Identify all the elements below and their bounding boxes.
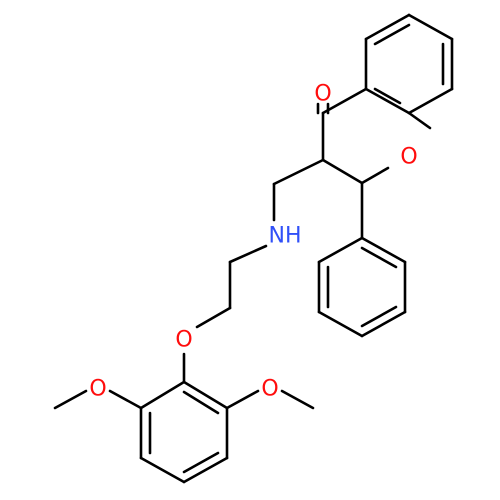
bond — [182, 380, 229, 410]
bond — [317, 236, 364, 264]
carbonyl-oxygen-label: O — [314, 82, 331, 107]
bond-to-methoxy-oxygen-left — [108, 389, 143, 410]
bond — [321, 87, 368, 115]
bond-to-ether-oxygen — [195, 306, 232, 329]
double-bond-inner — [360, 246, 398, 269]
phenyl-ring — [317, 181, 407, 338]
methyl-bond-right — [280, 389, 315, 410]
pyranone-ring — [316, 87, 432, 185]
bond — [139, 380, 186, 410]
bond — [139, 456, 186, 484]
methoxy-oxygen-left-label: O — [89, 377, 106, 402]
bond — [364, 13, 411, 41]
amine-label: NH — [269, 224, 302, 249]
ether-oxygen-label: O — [175, 328, 192, 353]
bond-to-methoxy-oxygen-right — [225, 389, 260, 410]
bond — [317, 310, 364, 338]
bond — [182, 456, 229, 484]
bond-to-ring-oxygen — [360, 166, 390, 185]
methoxy-groups — [53, 389, 315, 410]
bond — [321, 158, 364, 185]
double-bond-inner — [373, 87, 402, 105]
ring-oxygen-label: O — [400, 145, 417, 170]
bond — [407, 13, 454, 41]
bond — [360, 236, 407, 264]
bond — [407, 87, 454, 115]
bond — [272, 158, 325, 186]
methoxy-oxygen-right-label: O — [261, 377, 278, 402]
aminoethoxy-linker — [182, 158, 325, 384]
bond — [360, 310, 407, 338]
methyl-bond-left — [53, 389, 88, 410]
double-bond-inner — [373, 23, 411, 46]
double-bond-inner — [360, 305, 398, 328]
bond — [364, 87, 411, 115]
double-bond-inner — [182, 390, 220, 415]
fused-benzene-ring — [364, 13, 454, 115]
bond-to-ring-oxygen — [407, 111, 432, 130]
bond-from-amine — [228, 244, 268, 264]
double-bond-inner — [182, 451, 220, 474]
dimethoxyphenyl-ring — [139, 380, 229, 484]
